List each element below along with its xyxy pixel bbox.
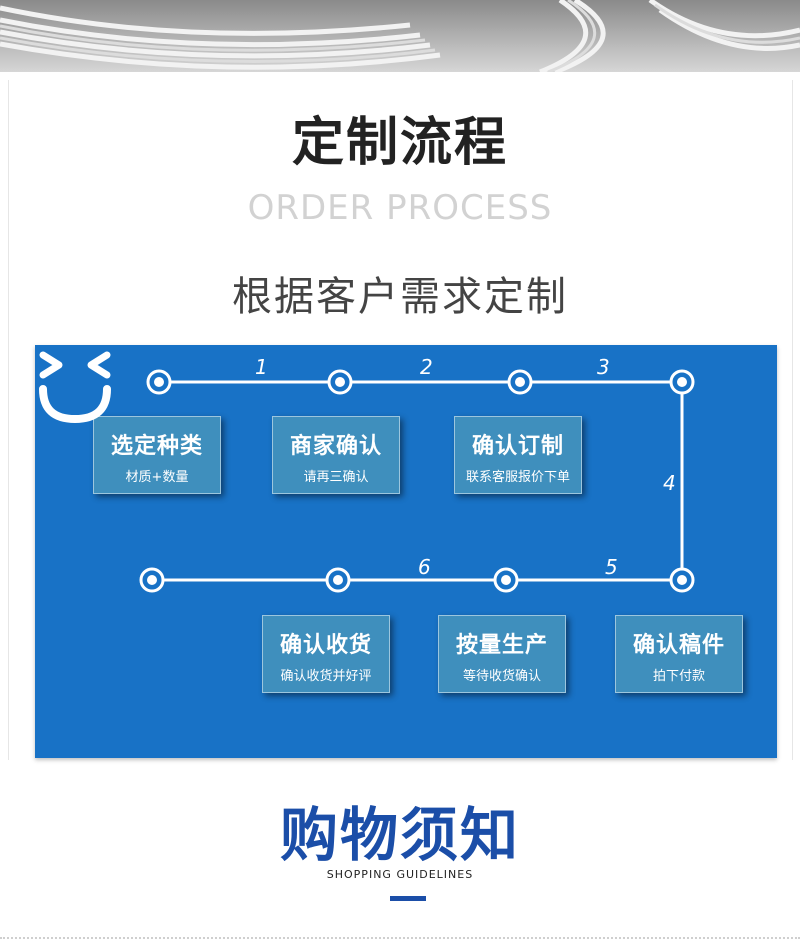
step-card-title: 商家确认 — [273, 428, 399, 460]
node-6 — [495, 569, 517, 591]
step-card-desc: 材质+数量 — [94, 466, 220, 485]
right-border-line — [792, 80, 793, 760]
step-card-confirm-draft: 确认稿件 拍下付款 — [615, 615, 743, 693]
title-underline — [390, 896, 426, 901]
node-8 — [141, 569, 163, 591]
step-card-desc: 联系客服报价下单 — [455, 466, 581, 485]
node-5 — [671, 569, 693, 591]
section-tagline: 根据客户需求定制 — [0, 264, 800, 322]
step-number-4: 4 — [663, 471, 676, 495]
step-card-title: 确认订制 — [455, 428, 581, 460]
step-card-desc: 请再三确认 — [273, 466, 399, 485]
step-number-2: 2 — [420, 355, 433, 379]
step-card-select-type: 选定种类 材质+数量 — [93, 416, 221, 494]
node-2 — [329, 371, 351, 393]
step-card-production: 按量生产 等待收货确认 — [438, 615, 566, 693]
guidelines-title: 购物须知 — [0, 788, 800, 872]
step-card-title: 选定种类 — [94, 428, 220, 460]
dotted-divider — [0, 937, 800, 939]
step-card-title: 按量生产 — [439, 627, 565, 659]
guidelines-subtitle-en: SHOPPING GUIDELINES — [0, 868, 800, 881]
section-subtitle-en: ORDER PROCESS — [0, 188, 800, 228]
step-card-desc: 等待收货确认 — [439, 665, 565, 684]
process-panel: 1 2 3 4 5 6 选定种类 材质+数量 商家确认 请再三确认 确认订制 联… — [35, 345, 777, 758]
step-number-6: 6 — [418, 555, 431, 579]
smiley-face-icon — [35, 345, 115, 425]
left-border-line — [8, 80, 9, 760]
step-card-merchant-confirm: 商家确认 请再三确认 — [272, 416, 400, 494]
process-path — [35, 345, 777, 758]
step-card-desc: 拍下付款 — [616, 665, 742, 684]
step-number-1: 1 — [255, 355, 268, 379]
step-card-confirm-order: 确认订制 联系客服报价下单 — [454, 416, 582, 494]
node-1 — [148, 371, 170, 393]
node-3 — [509, 371, 531, 393]
node-4 — [671, 371, 693, 393]
product-banner-image — [0, 0, 800, 72]
step-card-confirm-receipt: 确认收货 确认收货并好评 — [262, 615, 390, 693]
node-7 — [327, 569, 349, 591]
step-number-3: 3 — [597, 355, 610, 379]
step-card-title: 确认收货 — [263, 627, 389, 659]
section-title: 定制流程 — [0, 100, 800, 175]
step-card-title: 确认稿件 — [616, 627, 742, 659]
step-number-5: 5 — [605, 555, 618, 579]
step-card-desc: 确认收货并好评 — [263, 665, 389, 684]
